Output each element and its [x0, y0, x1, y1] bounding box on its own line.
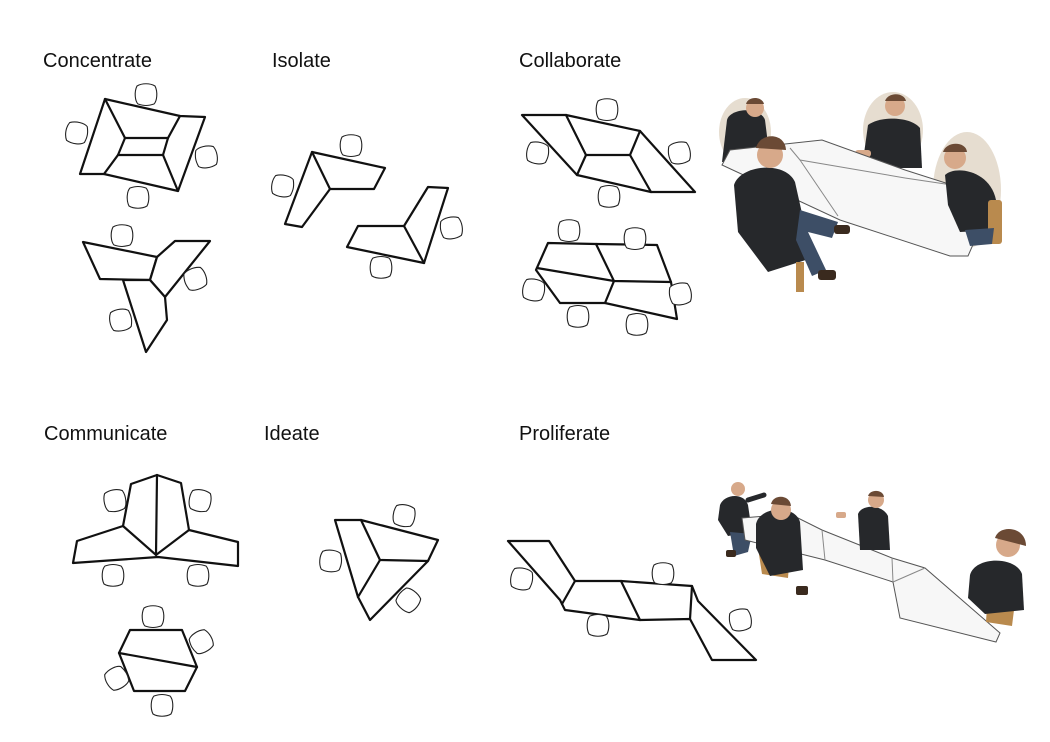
chair-icon: [63, 119, 90, 147]
chair-icon: [134, 83, 158, 107]
label-ideate: Ideate: [264, 423, 320, 445]
table-outline: [148, 239, 212, 299]
chair-icon: [110, 224, 134, 248]
chair-icon: [186, 563, 210, 587]
label-proliferate: Proliferate: [519, 423, 611, 445]
chair-icon: [126, 185, 150, 209]
chair-icon: [150, 693, 174, 717]
table-outline: [534, 241, 679, 321]
chair-icon: [508, 565, 535, 593]
chair-icon: [318, 548, 343, 574]
table-outline: [283, 150, 387, 229]
chair-icon: [101, 563, 125, 587]
table-photo: [741, 513, 1001, 643]
proliferate-photo: [718, 482, 1026, 643]
collaborate-photo: [719, 92, 1002, 292]
chair-icon: [107, 306, 134, 334]
collaborate-layout-b: [520, 219, 694, 336]
communicate-layout-a: [71, 473, 240, 587]
chair-icon: [666, 139, 693, 167]
chair-icon: [269, 172, 296, 200]
chair-icon: [369, 255, 393, 279]
chair-icon: [390, 502, 418, 529]
chair-icon: [595, 98, 619, 122]
chair-icon: [623, 227, 647, 251]
table-outline: [345, 185, 450, 265]
chair-icon: [186, 487, 214, 514]
concentrate-layout-b: [81, 224, 212, 354]
label-isolate: Isolate: [272, 50, 331, 72]
concentrate-layout-a: [63, 83, 220, 209]
proliferate-layout: [506, 539, 758, 662]
label-communicate: Communicate: [44, 423, 168, 445]
chair-icon: [524, 139, 551, 167]
collaborate-layout-a: [520, 98, 697, 208]
chair-icon: [597, 184, 621, 208]
chair-icon: [141, 605, 165, 629]
table-outline: [121, 278, 169, 354]
chair-icon: [566, 304, 590, 328]
chair-icon: [193, 143, 220, 171]
chair-icon: [625, 312, 649, 336]
chair-icon: [727, 606, 754, 634]
communicate-layout-b: [101, 605, 217, 717]
table-outline: [506, 539, 758, 662]
chair-icon: [438, 214, 465, 242]
label-collaborate: Collaborate: [519, 50, 622, 72]
chair-icon: [101, 487, 129, 514]
chair-icon: [586, 613, 610, 637]
label-concentrate: Concentrate: [43, 50, 152, 72]
chair-icon: [520, 276, 547, 304]
isolate-layout: [269, 134, 465, 279]
chair-icon: [557, 219, 581, 243]
chair-icon: [651, 562, 675, 586]
table-outline: [333, 518, 440, 622]
table-outline: [81, 240, 159, 282]
ideate-layout: [318, 502, 440, 622]
table-outline: [78, 97, 207, 193]
chair-icon: [339, 134, 363, 158]
